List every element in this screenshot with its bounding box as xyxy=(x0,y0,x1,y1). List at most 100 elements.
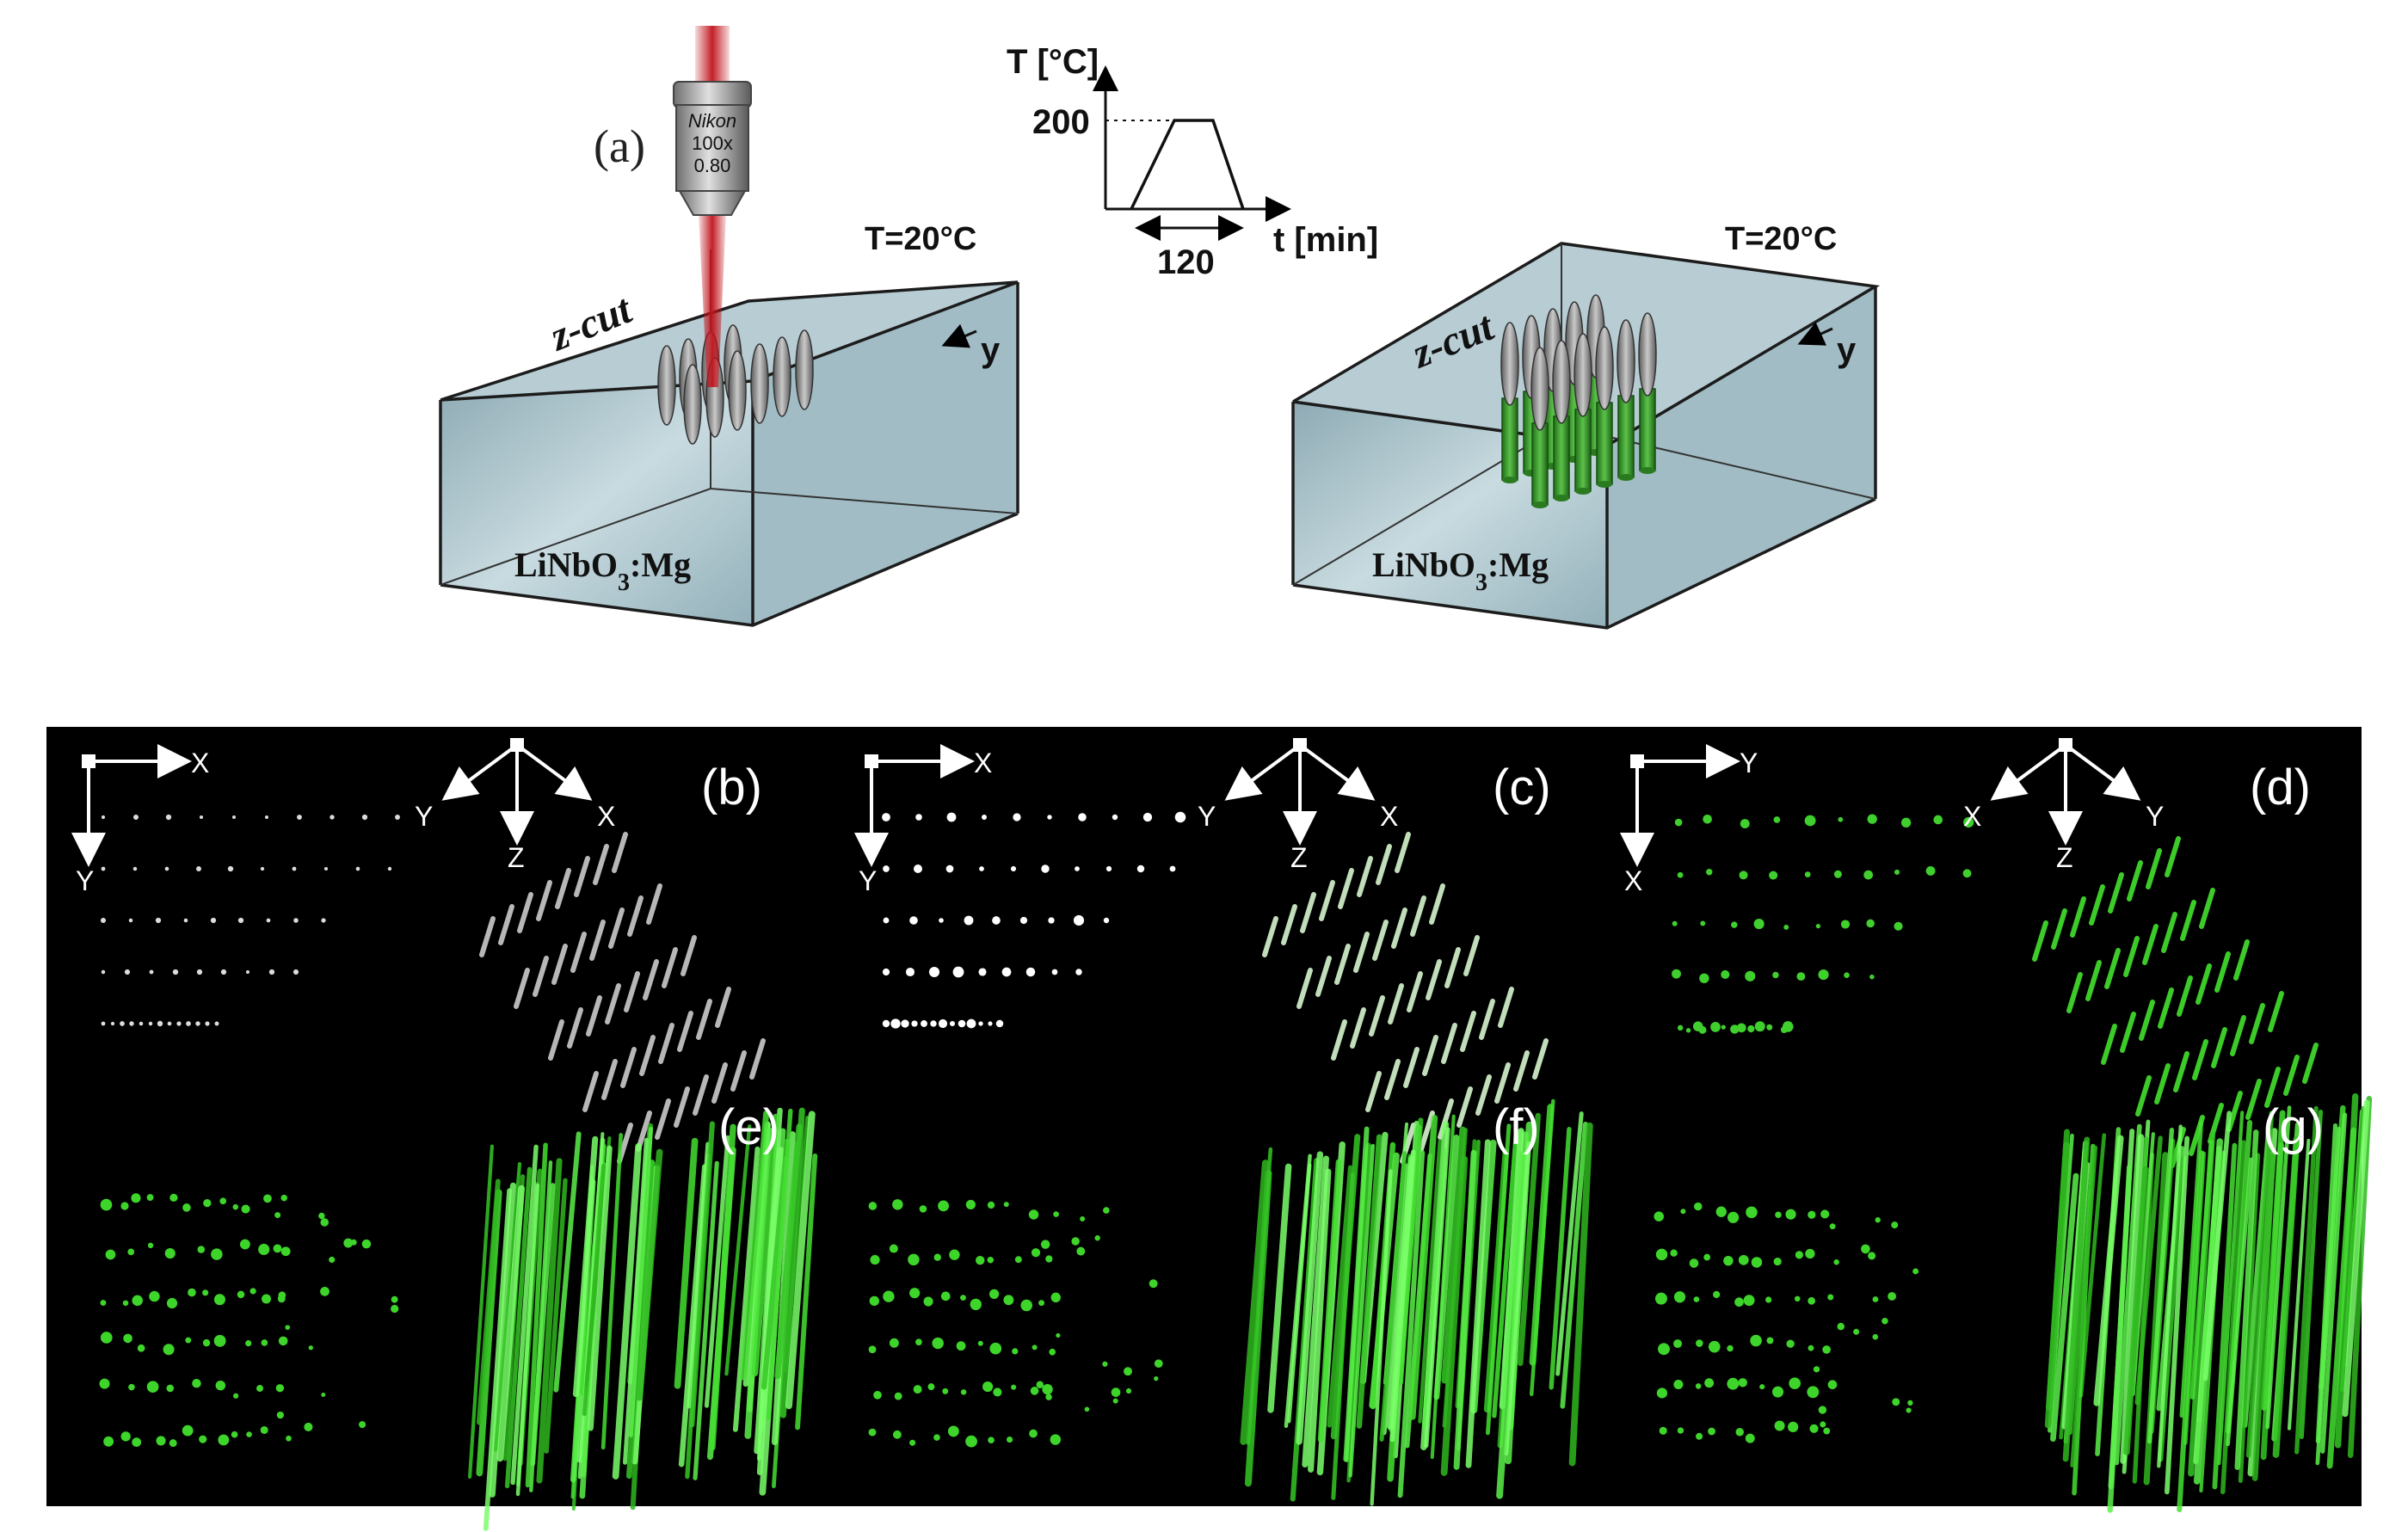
track-rod xyxy=(2139,1000,2155,1041)
axes-3d-c: Y Z X xyxy=(1198,738,1398,873)
track-dot xyxy=(1721,1024,1726,1030)
track-dot xyxy=(188,1288,196,1297)
track-rod xyxy=(1244,1170,1272,1487)
track-dot xyxy=(1673,1339,1683,1349)
track-dot xyxy=(1045,1394,1052,1400)
y-axis-arrow-left: y xyxy=(941,323,1001,369)
track-rod xyxy=(1495,1129,1518,1381)
track-dot xyxy=(202,1338,211,1347)
track-dot xyxy=(882,1019,890,1028)
track-rod xyxy=(2070,896,2086,938)
track-dot xyxy=(359,1421,366,1429)
track-dot xyxy=(100,1332,113,1344)
track-dot xyxy=(1047,815,1052,820)
track-dot xyxy=(205,1021,210,1026)
track-rod xyxy=(1494,1062,1511,1104)
track-dot xyxy=(1775,1211,1782,1218)
track-dot xyxy=(1040,1240,1050,1249)
track-dot xyxy=(919,1205,927,1213)
track-rod xyxy=(1513,1050,1530,1092)
temperature-right: T=20°C xyxy=(1725,221,1837,257)
track-dot xyxy=(185,1337,192,1344)
track-rod xyxy=(2283,1055,2300,1096)
track-dot xyxy=(981,814,988,821)
track-dot xyxy=(1051,969,1058,975)
track-dot xyxy=(965,1435,977,1448)
track-dot xyxy=(914,864,922,873)
track-rod xyxy=(586,995,602,1037)
track-dot xyxy=(868,1345,877,1354)
track-dot xyxy=(868,1428,877,1437)
crystal-label-right: LiNbO3:Mg xyxy=(1372,545,1549,596)
annealed-tracks-right xyxy=(1500,294,1657,508)
track-dot xyxy=(1028,1209,1039,1220)
track-rod xyxy=(1555,1111,1584,1376)
track-rod xyxy=(1395,832,1411,873)
track-dot xyxy=(1142,812,1153,822)
track-dot xyxy=(1673,1380,1684,1390)
track-dot xyxy=(1654,1292,1667,1305)
track-dot xyxy=(869,1295,879,1307)
track-rod xyxy=(709,1123,736,1451)
track-dot xyxy=(239,1239,250,1250)
track-dot xyxy=(1049,1348,1056,1356)
panel-d-label: (d) xyxy=(2250,760,2311,815)
track-dot xyxy=(1815,924,1821,929)
track-dot xyxy=(249,1288,256,1295)
track-dot xyxy=(199,1435,207,1443)
track-dot xyxy=(1786,1339,1795,1348)
track-rod xyxy=(1353,932,1370,973)
track-dot xyxy=(1840,920,1851,929)
track-dot xyxy=(1738,1254,1749,1265)
track-rod xyxy=(1463,935,1480,976)
track-rod xyxy=(2268,991,2284,1032)
track-dot xyxy=(949,1249,960,1260)
track-dot xyxy=(1838,816,1844,822)
track-rod xyxy=(1410,895,1426,937)
track-dot xyxy=(938,1018,948,1029)
track-rod xyxy=(628,1126,654,1437)
annealed-track-cylinder xyxy=(1617,395,1635,478)
track-rod xyxy=(2120,1012,2136,1053)
track-dot xyxy=(882,813,890,821)
track-rod xyxy=(2199,888,2215,929)
track-dot xyxy=(883,917,890,924)
track-dot xyxy=(318,1212,325,1220)
track-dot xyxy=(156,1436,166,1446)
track-rod xyxy=(605,983,621,1024)
track-rod xyxy=(2234,1129,2259,1470)
track-dot xyxy=(186,1021,191,1026)
track-dot xyxy=(942,1387,949,1394)
track-rod xyxy=(2108,872,2124,914)
track-dot xyxy=(320,1286,329,1296)
track-dot xyxy=(286,1435,292,1442)
track-dot xyxy=(100,1300,107,1307)
written-track-ellipse xyxy=(683,364,702,445)
track-dot xyxy=(1735,1428,1744,1437)
track-dot xyxy=(164,866,169,871)
track-rod xyxy=(1465,1139,1491,1468)
track-rod xyxy=(1317,1159,1342,1443)
track-rod xyxy=(2226,1091,2243,1132)
track-dot xyxy=(258,1243,270,1256)
cylinder-base xyxy=(1618,474,1634,481)
track-rod xyxy=(1441,1023,1457,1064)
written-track-ellipse xyxy=(1500,322,1519,406)
track-dot xyxy=(1750,1334,1762,1347)
track-dot xyxy=(940,1291,951,1301)
track-dot xyxy=(103,1436,114,1447)
track-rod xyxy=(574,856,590,897)
track-rod xyxy=(2157,1124,2183,1468)
track-rod xyxy=(2164,1135,2190,1495)
track-rod xyxy=(567,1007,583,1049)
track-rod xyxy=(1287,1163,1312,1424)
track-dot xyxy=(1872,1333,1879,1340)
anneal-plot: T [°C] 200 t [min] 120 xyxy=(1007,43,1378,281)
track-rod xyxy=(515,1183,540,1497)
track-dot xyxy=(1006,1436,1013,1443)
track-dot xyxy=(1747,1024,1755,1033)
track-dot xyxy=(233,1393,239,1399)
track-dot xyxy=(932,1337,944,1350)
track-dot xyxy=(214,1021,219,1026)
track-dot xyxy=(1912,1268,1919,1275)
